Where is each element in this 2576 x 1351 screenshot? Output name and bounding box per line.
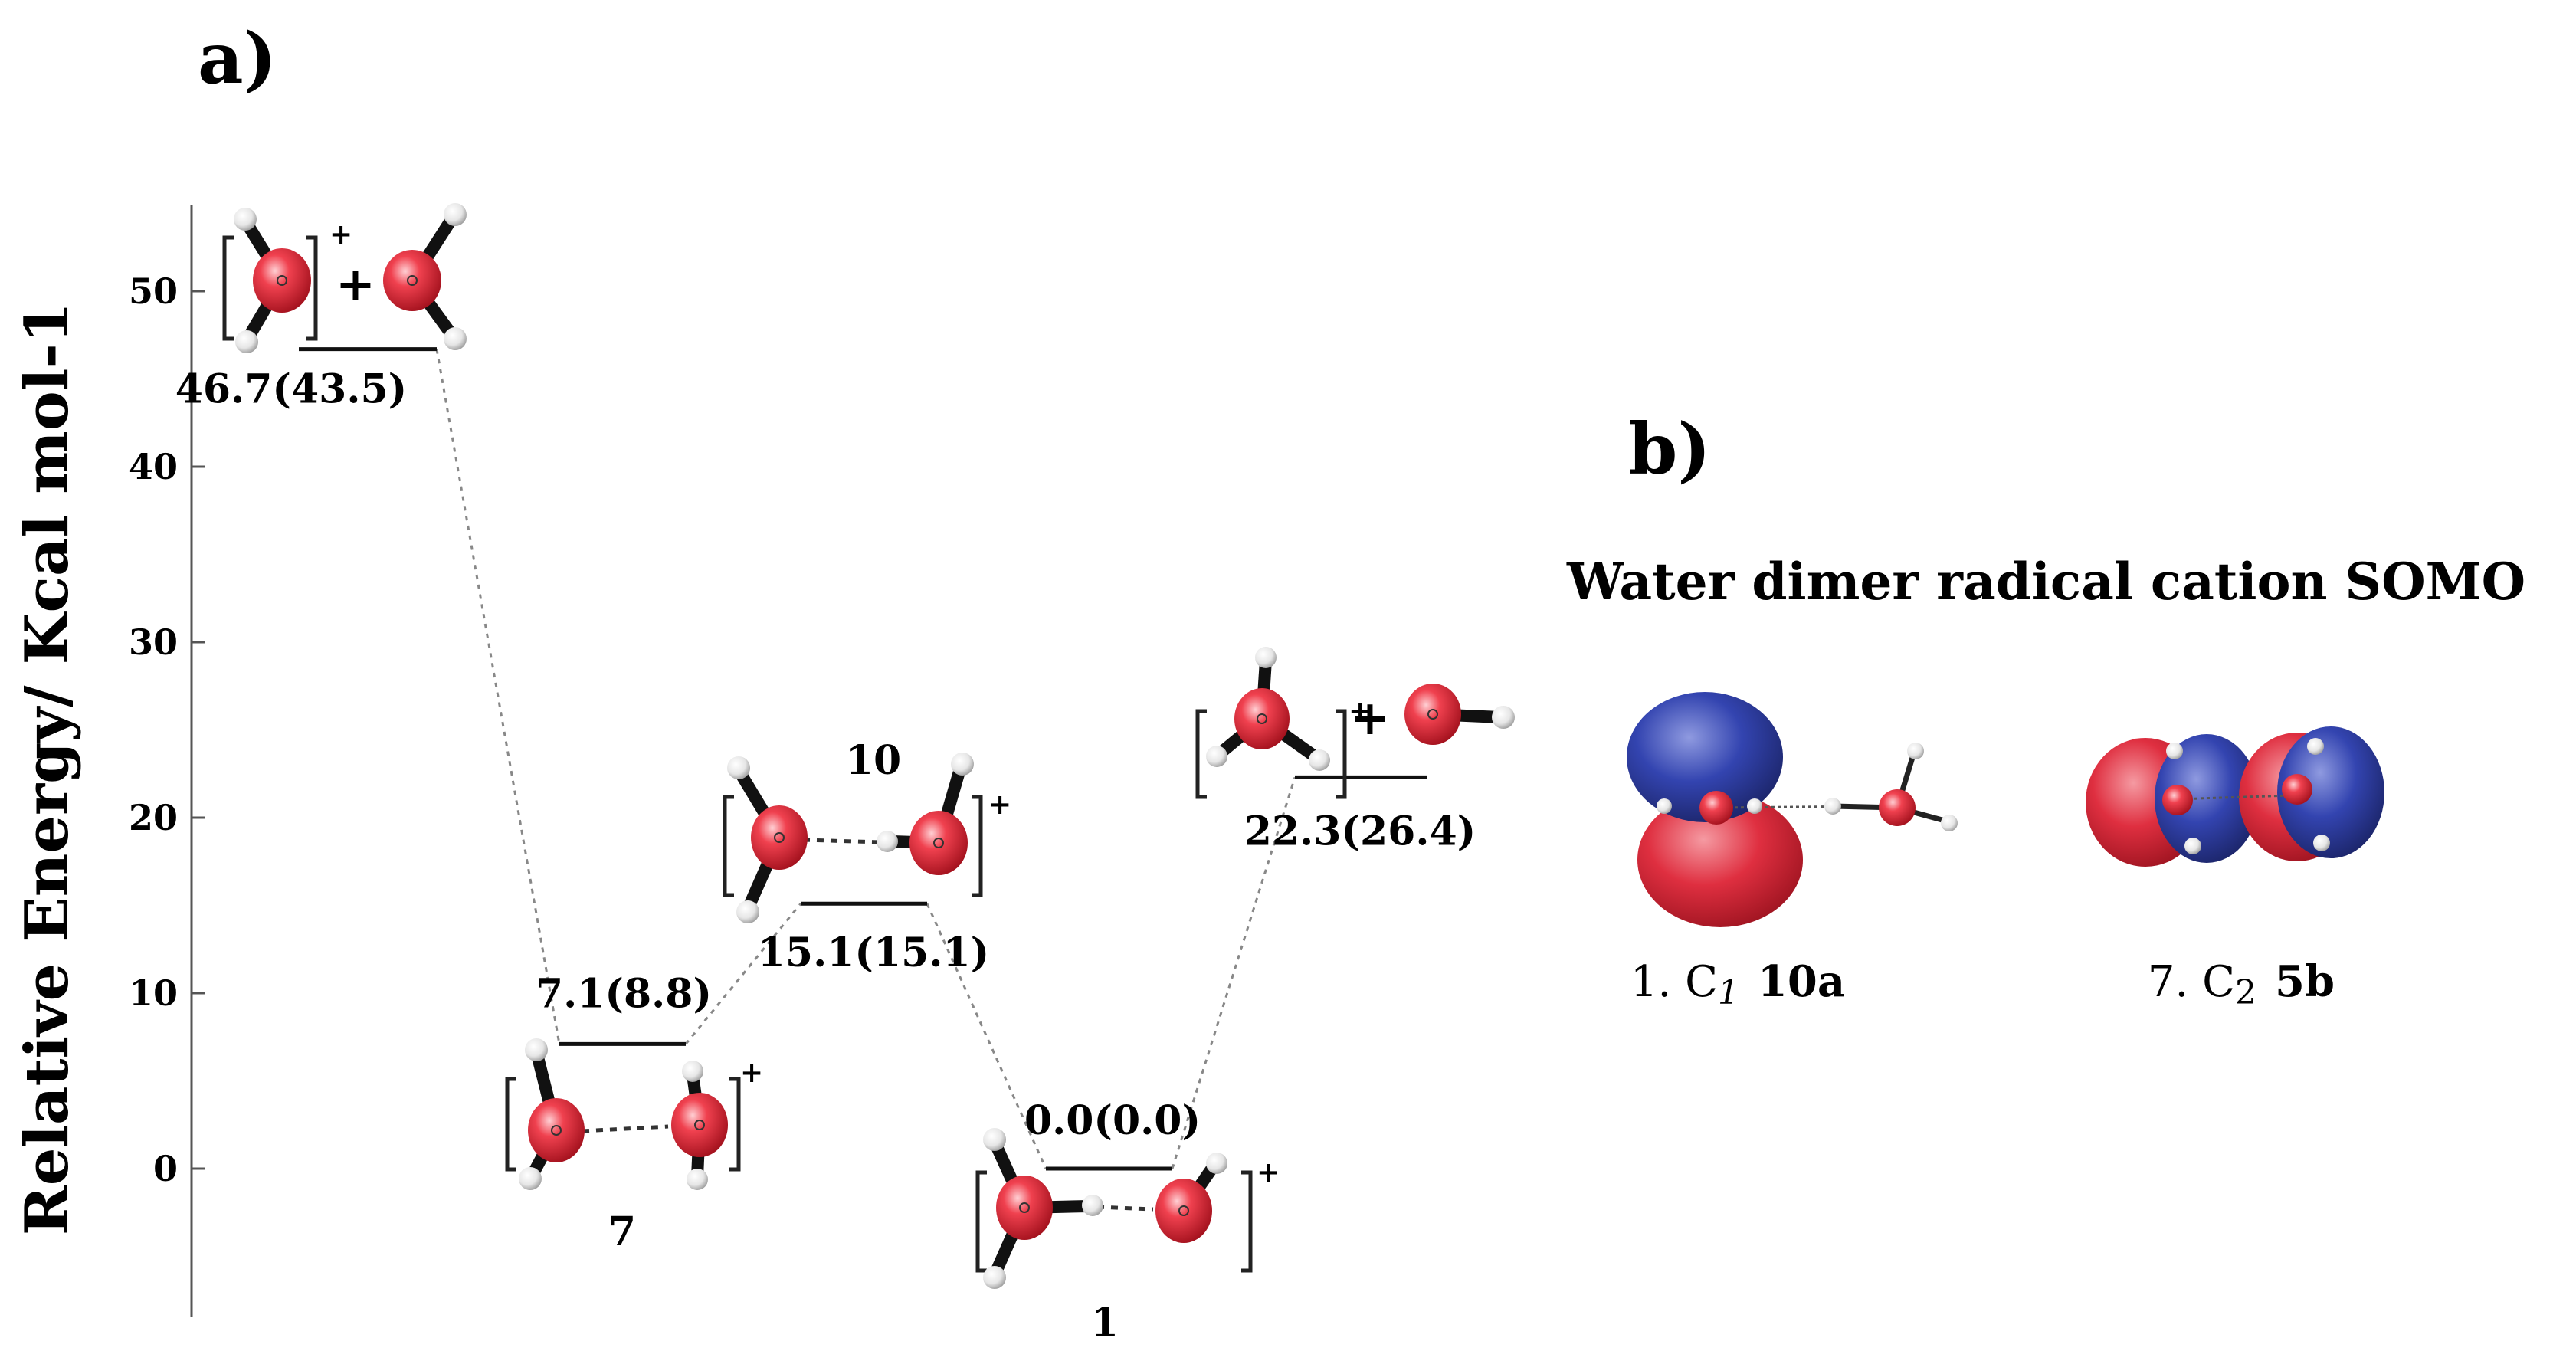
structure-isomer-7: + [505, 1038, 763, 1190]
orbital-symmetry-1: 10a [1758, 956, 1845, 1007]
structure-h2o-radical-plus-h2o: + + [222, 203, 467, 353]
panel-a-label: a) [198, 17, 277, 100]
structure-isomer-10: + [723, 753, 1011, 923]
somo-orbital-isomer-1 [1627, 692, 1958, 927]
energy-levels: 46.7(43.5) 7.1(8.8) 7 15.1(15.1) 10 0.0(0.0) 1… [175, 347, 1476, 1346]
energy-value-label: 0.0(0.0) [1024, 1097, 1201, 1144]
energy-value-label: 15.1(15.1) [758, 930, 990, 976]
level-connector [1171, 776, 1296, 1169]
y-tick-label: 40 [129, 446, 178, 487]
level-connector [435, 349, 561, 1044]
structure-label: 10 [846, 737, 901, 784]
structure-label: 1 [1091, 1300, 1119, 1346]
orbital-symmetry-7: 5b [2275, 956, 2335, 1007]
y-tick-label: 0 [153, 1148, 178, 1189]
level-connector [926, 903, 1047, 1169]
energy-value-label: 7.1(8.8) [536, 970, 712, 1017]
svg-text:+: + [740, 1057, 763, 1089]
svg-text:+: + [336, 256, 375, 312]
panel-b-title: Water dimer radical cation SOMO [1566, 552, 2525, 612]
structure-label: 7 [608, 1208, 636, 1255]
y-tick-label: 50 [129, 271, 178, 312]
structure-h3o-plus-oh: + + [1195, 647, 1515, 799]
y-tick-label: 10 [129, 972, 178, 1014]
panel-b-label: b) [1628, 408, 1711, 490]
svg-text:+: + [1257, 1156, 1280, 1189]
structure-isomer-1: + [975, 1128, 1280, 1289]
svg-text:+: + [329, 218, 352, 251]
energy-value-label: 22.3(26.4) [1244, 808, 1476, 854]
svg-text:+: + [1350, 690, 1390, 746]
y-tick-label: 20 [129, 797, 178, 838]
level-connector [684, 903, 802, 1045]
level-connectors [435, 349, 1296, 1169]
svg-text:+: + [988, 789, 1011, 821]
y-axis-label: Relative Energy/ Kcal mol-1 [12, 302, 82, 1235]
energy-value-label: 46.7(43.5) [175, 366, 408, 413]
svg-text:+: + [1349, 695, 1372, 727]
somo-orbital-isomer-7 [2086, 726, 2384, 867]
y-ticks: 0 10 20 30 40 50 [129, 271, 205, 1189]
y-tick-label: 30 [129, 621, 178, 663]
